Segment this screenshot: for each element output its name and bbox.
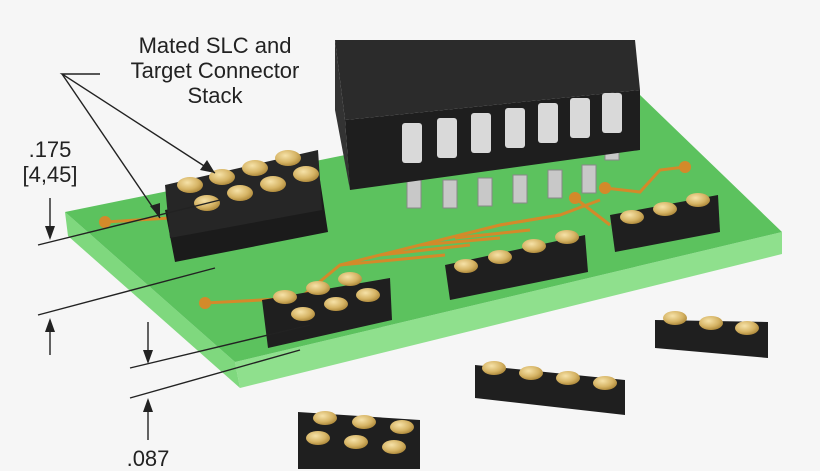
callout-line2: Target Connector [130,58,300,83]
callout-line1: Mated SLC and [138,33,292,58]
pcb-board [65,95,782,388]
connector-board-2x3 [262,272,392,348]
connector-board-1x3 [610,193,720,252]
arrowheads [45,160,215,412]
stack-dimension-inch: .175 [28,137,72,162]
connector-loose-1x4 [475,361,625,415]
connector-loose-2x3 [298,411,420,469]
annotation-lines [37,73,311,440]
ic-chip [335,40,640,209]
stack-dimension-label: .175 [4,45] [5,137,95,187]
stack-dimension-mm: [4,45] [22,162,78,187]
connector-stack [165,150,328,262]
connector-board-1x4 [445,230,588,300]
callout-label: Mated SLC and Target Connector Stack [100,33,330,108]
callout-line3: Stack [187,83,243,108]
single-dimension-inch: .087 [126,446,170,471]
trace-pads [99,161,691,309]
connector-loose-1x3 [655,311,768,358]
